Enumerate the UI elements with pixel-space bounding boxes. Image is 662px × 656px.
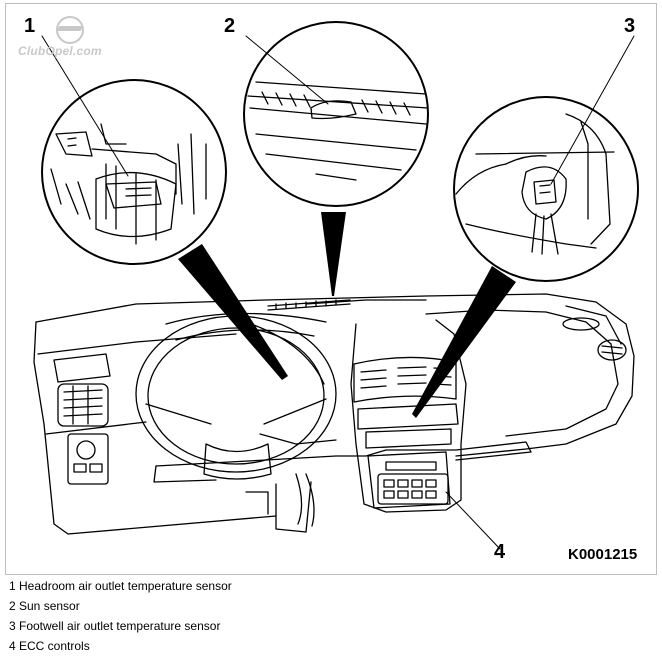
leader-lines: [41, 35, 635, 550]
figure-code: K0001215: [568, 546, 638, 563]
opel-bolt-mark: [56, 26, 84, 31]
watermark-text: ClubOpel.com: [18, 44, 102, 58]
pointer-wedges: [178, 212, 516, 418]
detail-circle-1: [41, 79, 227, 265]
legend-item-4: 4 ECC controls: [9, 639, 90, 653]
callout-4: 4: [494, 541, 506, 563]
callout-2: 2: [224, 15, 236, 37]
detail-circle-2: [243, 21, 429, 207]
legend-item-3: 3 Footwell air outlet temperature sensor: [9, 619, 221, 633]
legend-item-1: 1 Headroom air outlet temperature sensor: [9, 579, 232, 593]
legend-item-2: 2 Sun sensor: [9, 599, 80, 613]
diagram-figure: ClubOpel.com 1 2 3 4 K0001215: [5, 3, 657, 575]
detail-circle-3: [453, 96, 639, 282]
callout-1: 1: [24, 15, 36, 37]
legend: 1 Headroom air outlet temperature sensor…: [9, 576, 649, 656]
watermark-logo: ClubOpel.com: [18, 16, 118, 68]
dashboard-drawing: [33, 21, 639, 550]
callout-3: 3: [624, 15, 636, 37]
dashboard-body: [33, 293, 635, 535]
